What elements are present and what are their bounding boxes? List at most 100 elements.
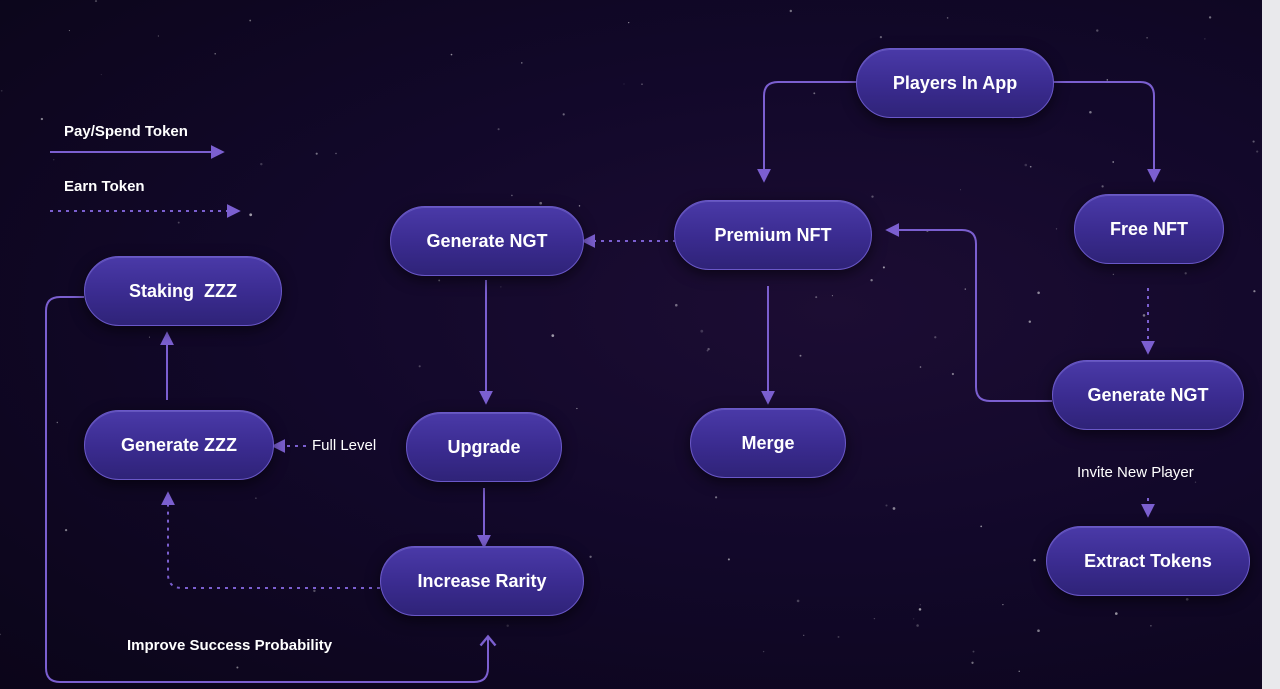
edge-players-free <box>1052 81 1161 183</box>
star <box>641 83 643 85</box>
star <box>1185 597 1189 601</box>
node-players-in-app: Players In App <box>856 48 1054 118</box>
node-free-nft: Free NFT <box>1074 194 1224 264</box>
star <box>53 159 55 161</box>
star <box>675 303 678 307</box>
star <box>700 329 704 333</box>
star <box>255 497 257 499</box>
star <box>313 589 316 593</box>
star <box>0 633 1 636</box>
star <box>100 74 102 76</box>
star <box>916 624 919 627</box>
star <box>1112 273 1115 276</box>
star <box>1184 272 1187 275</box>
star <box>589 555 592 558</box>
star <box>1033 559 1036 562</box>
star <box>892 507 896 510</box>
star <box>249 213 253 217</box>
star <box>831 295 833 297</box>
star <box>623 83 625 85</box>
star <box>715 496 718 499</box>
node-staking-zzz: Staking ZZZ <box>84 256 282 326</box>
star <box>918 608 922 611</box>
star <box>214 53 216 55</box>
node-generate-ngt-left: Generate NGT <box>390 206 584 276</box>
star <box>815 296 818 299</box>
star <box>260 162 263 166</box>
star <box>1002 604 1004 606</box>
star <box>1106 79 1109 81</box>
star <box>148 336 150 338</box>
star <box>971 661 974 664</box>
star <box>1142 314 1146 317</box>
star <box>1256 150 1259 153</box>
star <box>885 504 888 507</box>
legend-pay-label: Pay/Spend Token <box>64 123 188 140</box>
star <box>0 89 3 92</box>
star <box>951 372 955 376</box>
star <box>418 365 421 368</box>
edge-generate-ngt-premium <box>885 223 1052 402</box>
star <box>576 407 578 410</box>
star <box>1150 624 1152 627</box>
edge-label-improve-success: Improve Success Probability <box>127 637 333 654</box>
star <box>919 604 921 606</box>
star <box>762 650 765 653</box>
star <box>315 152 318 155</box>
star <box>972 650 975 653</box>
star <box>68 30 70 32</box>
star <box>438 279 441 282</box>
star <box>799 354 802 357</box>
window-edge <box>1262 0 1280 689</box>
star <box>450 53 453 56</box>
star <box>578 205 581 207</box>
star <box>177 221 180 224</box>
edge-players-premium <box>757 81 858 183</box>
star <box>934 336 937 339</box>
star <box>980 525 983 528</box>
star <box>796 599 800 603</box>
star <box>1101 185 1104 188</box>
star <box>1208 16 1212 19</box>
star <box>56 421 58 424</box>
star <box>1029 165 1032 168</box>
star <box>837 635 840 638</box>
star <box>506 624 509 627</box>
edge-staking-improve <box>45 296 497 683</box>
star <box>959 189 962 191</box>
star <box>913 618 915 620</box>
star <box>1146 36 1148 39</box>
star <box>964 288 967 290</box>
star <box>1252 140 1255 143</box>
star <box>1194 481 1197 483</box>
node-generate-ngt-right: Generate NGT <box>1052 360 1244 430</box>
star <box>789 9 793 13</box>
edge-label-invite-new-player: Invite New Player <box>1077 464 1194 481</box>
star <box>946 17 949 19</box>
node-increase-rarity: Increase Rarity <box>380 546 584 616</box>
star <box>727 558 730 561</box>
star <box>707 347 710 351</box>
star <box>497 128 500 131</box>
star <box>1028 320 1032 323</box>
edge-label-full-level: Full Level <box>312 437 377 454</box>
star <box>94 0 98 3</box>
star <box>1163 473 1167 476</box>
star <box>873 617 876 620</box>
legend-earn-label: Earn Token <box>64 178 145 195</box>
star <box>562 113 565 116</box>
star <box>628 22 630 24</box>
star <box>1037 629 1040 633</box>
star <box>870 278 873 282</box>
star <box>706 349 709 352</box>
star <box>249 19 252 22</box>
star <box>236 666 239 669</box>
star <box>1018 670 1020 672</box>
node-merge: Merge <box>690 408 846 478</box>
star <box>1253 290 1256 293</box>
star <box>500 286 502 288</box>
star <box>882 266 885 269</box>
node-upgrade: Upgrade <box>406 412 562 482</box>
star <box>879 35 883 39</box>
